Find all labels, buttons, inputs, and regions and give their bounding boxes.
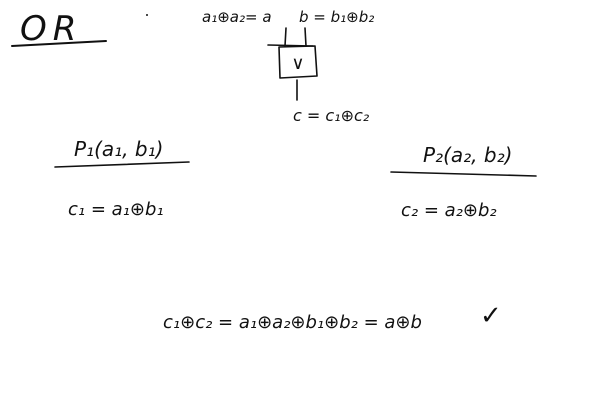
party1-equation: c₁ = a₁⊕b₁ — [68, 199, 164, 220]
conclusion-group: c₁⊕c₂ = a₁⊕a₂⊕b₁⊕b₂ = a⊕b ✓ — [163, 301, 502, 333]
party1-underline — [54, 161, 190, 168]
gate-input-a-label: a₁⊕a₂= a — [202, 8, 272, 26]
party1-group: P₁(a₁, b₁) c₁ = a₁⊕b₁ — [54, 137, 190, 220]
gate-box — [278, 45, 318, 79]
check-mark-icon: ✓ — [480, 301, 502, 331]
gate-input-b-wire — [304, 27, 307, 47]
party2-header: P₂(a₂, b₂) — [423, 143, 512, 167]
gate-symbol: ∨ — [291, 53, 304, 74]
party2-underline — [390, 171, 537, 177]
title-group: OR — [11, 9, 107, 49]
stray-dot — [146, 14, 148, 16]
gate-input-a-wire — [284, 27, 287, 47]
party2-group: P₂(a₂, b₂) c₂ = a₂⊕b₂ — [390, 143, 537, 221]
party1-header: P₁(a₁, b₁) — [74, 137, 163, 161]
gate-input-b-label: b = b₁⊕b₂ — [299, 8, 374, 26]
gate-output-label: c = c₁⊕c₂ — [293, 106, 370, 125]
title-underline — [11, 40, 107, 47]
or-gate-diagram: a₁⊕a₂= a b = b₁⊕b₂ ∨ c = c₁⊕c₂ — [202, 8, 374, 125]
party2-equation: c₂ = a₂⊕b₂ — [401, 200, 497, 221]
conclusion-equation: c₁⊕c₂ = a₁⊕a₂⊕b₁⊕b₂ = a⊕b — [163, 312, 422, 333]
